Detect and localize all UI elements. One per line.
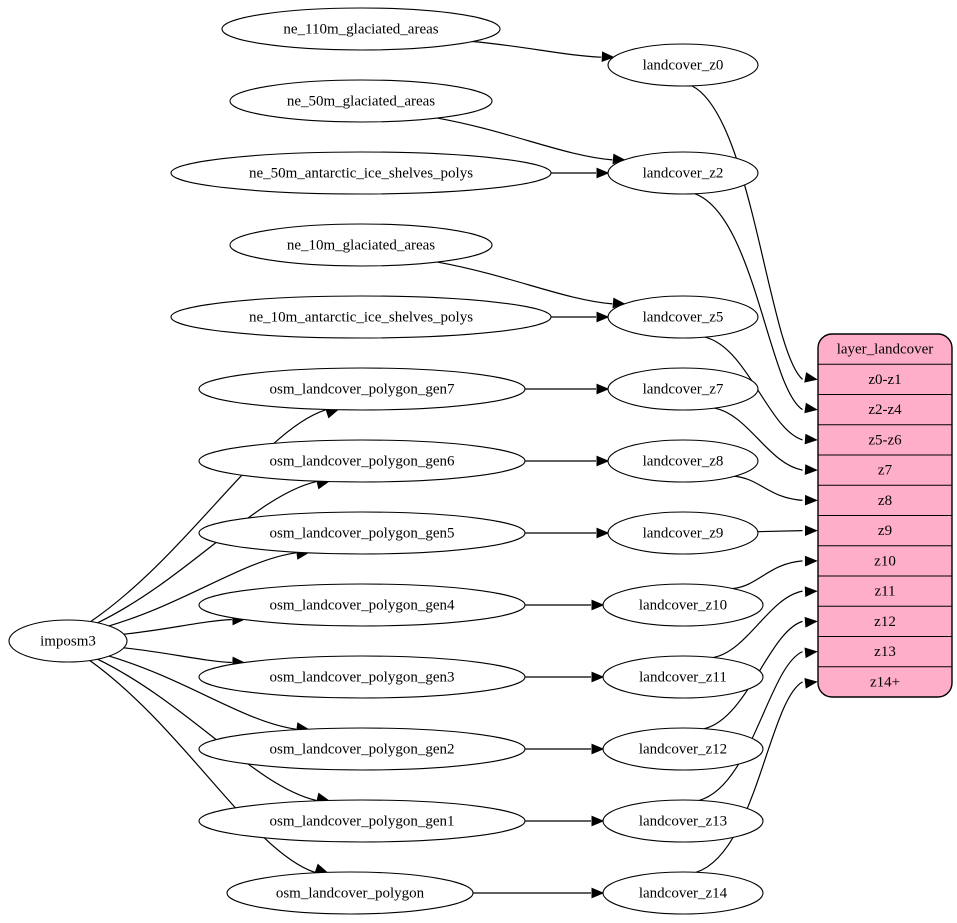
edge-landcover_z14-to-z14+ [695,678,818,873]
node-ne_50m_glaciated_areas[interactable]: ne_50m_glaciated_areas [229,79,493,123]
node-label: osm_landcover_polygon_gen2 [270,741,455,757]
edge-ne_110m_glaciated_areas-to-landcover_z0 [472,40,615,63]
record-row-z12[interactable]: z12 [874,614,896,630]
record-title: layer_landcover [837,342,934,358]
node-landcover_z5[interactable]: landcover_z5 [607,295,759,339]
node-label: ne_10m_glaciated_areas [287,237,435,253]
node-label: osm_landcover_polygon_gen5 [270,525,455,541]
record-row-z10[interactable]: z10 [874,553,896,569]
record-row-z0-z1[interactable]: z0-z1 [868,372,901,388]
node-label: osm_landcover_polygon_gen4 [270,597,455,613]
node-landcover_z10[interactable]: landcover_z10 [602,583,764,627]
record-row-z2-z4[interactable]: z2-z4 [868,402,902,418]
record-row-z13[interactable]: z13 [874,644,896,660]
node-osm_landcover_polygon[interactable]: osm_landcover_polygon [226,871,474,915]
node-landcover_z8[interactable]: landcover_z8 [607,439,759,483]
record-row-z11[interactable]: z11 [874,584,895,600]
edge-imposm3-to-osm_landcover_polygon_gen4 [123,614,246,635]
edge-osm_landcover_polygon_gen3-to-landcover_z11 [525,671,605,683]
node-ne_10m_antarctic_ice_shelves_polys[interactable]: ne_10m_antarctic_ice_shelves_polys [170,295,552,339]
edge-osm_landcover_polygon_gen4-to-landcover_z10 [525,599,605,611]
edge-landcover_z2-to-z2-z4 [694,193,818,414]
node-osm_landcover_polygon_gen4[interactable]: osm_landcover_polygon_gen4 [198,583,526,627]
node-label: landcover_z12 [639,741,727,757]
edge-osm_landcover_polygon_gen5-to-landcover_z9 [525,527,610,539]
edge-landcover_z11-to-z11 [713,586,818,659]
record-row-z5-z6[interactable]: z5-z6 [868,432,902,448]
node-label: osm_landcover_polygon_gen7 [270,381,455,397]
node-ne_50m_antarctic_ice_shelves_polys[interactable]: ne_50m_antarctic_ice_shelves_polys [170,151,552,195]
node-label: landcover_z8 [643,453,724,469]
layer-landcover-record[interactable]: layer_landcoverz0-z1z2-z4z5-z6z7z8z9z10z… [817,333,953,698]
edge-ne_10m_antarctic_ice_shelves_polys-to-landcover_z5 [551,311,610,323]
edges-layer [89,40,818,899]
node-label: imposm3 [40,633,96,649]
node-label: landcover_z13 [639,813,727,829]
node-landcover_z0[interactable]: landcover_z0 [607,43,759,87]
node-label: osm_landcover_polygon_gen3 [270,669,455,685]
edge-landcover_z7-to-z7 [714,407,818,475]
edge-landcover_z13-to-z13 [699,647,818,802]
node-landcover_z2[interactable]: landcover_z2 [607,151,759,195]
edge-ne_50m_antarctic_ice_shelves_polys-to-landcover_z2 [551,167,610,179]
node-label: landcover_z5 [643,309,724,325]
node-landcover_z11[interactable]: landcover_z11 [602,655,764,699]
edge-osm_landcover_polygon_gen2-to-landcover_z12 [525,743,605,755]
node-imposm3[interactable]: imposm3 [8,619,128,663]
record-row-z14+[interactable]: z14+ [870,674,900,690]
node-osm_landcover_polygon_gen5[interactable]: osm_landcover_polygon_gen5 [198,511,526,555]
node-label: landcover_z2 [643,165,724,181]
edge-osm_landcover_polygon_gen7-to-landcover_z7 [525,383,610,395]
nodes-layer: imposm3 ne_110m_glaciated_areas ne_50m_gla… [8,7,764,915]
node-landcover_z9[interactable]: landcover_z9 [607,511,759,555]
node-osm_landcover_polygon_gen7[interactable]: osm_landcover_polygon_gen7 [198,367,526,411]
edge-osm_landcover_polygon-to-landcover_z14 [473,887,605,899]
node-landcover_z7[interactable]: landcover_z7 [607,367,759,411]
record-rows: z0-z1 z2-z4 z5-z6 z7 z8 z9 z10 z11 z12 z13 z14+ [818,363,952,690]
record-row-z7[interactable]: z7 [878,463,893,479]
edge-landcover_z0-to-z0-z1 [691,85,818,383]
node-label: ne_10m_antarctic_ice_shelves_polys [249,309,473,325]
edge-landcover_z9-to-z9 [757,525,818,536]
edge-imposm3-to-osm_landcover_polygon_gen3 [123,647,246,668]
edge-osm_landcover_polygon_gen1-to-landcover_z13 [525,815,605,827]
node-ne_10m_glaciated_areas[interactable]: ne_10m_glaciated_areas [229,223,493,267]
node-label: osm_landcover_polygon_gen1 [270,813,455,829]
node-osm_landcover_polygon_gen2[interactable]: osm_landcover_polygon_gen2 [198,727,526,771]
node-label: landcover_z10 [639,597,727,613]
record-row-z8[interactable]: z8 [878,493,892,509]
node-osm_landcover_polygon_gen1[interactable]: osm_landcover_polygon_gen1 [198,799,526,843]
node-label: ne_50m_glaciated_areas [287,93,435,109]
node-label: landcover_z7 [643,381,724,397]
node-label: ne_50m_antarctic_ice_shelves_polys [249,165,473,181]
node-label: ne_110m_glaciated_areas [283,21,438,37]
node-label: landcover_z9 [643,525,724,541]
node-osm_landcover_polygon_gen6[interactable]: osm_landcover_polygon_gen6 [198,439,526,483]
node-label: osm_landcover_polygon_gen6 [270,453,455,469]
node-ne_110m_glaciated_areas[interactable]: ne_110m_glaciated_areas [221,7,501,51]
node-label: osm_landcover_polygon [276,885,425,901]
edge-landcover_z10-to-z10 [732,555,818,590]
record-row-z9[interactable]: z9 [878,523,892,539]
node-landcover_z12[interactable]: landcover_z12 [602,727,764,771]
node-label: landcover_z14 [639,885,728,901]
node-label: landcover_z11 [639,669,727,685]
node-label: landcover_z0 [643,57,724,73]
node-landcover_z14[interactable]: landcover_z14 [602,871,764,915]
edge-landcover_z8-to-z8 [734,475,818,506]
edge-osm_landcover_polygon_gen6-to-landcover_z8 [525,455,610,467]
node-osm_landcover_polygon_gen3[interactable]: osm_landcover_polygon_gen3 [198,655,526,699]
node-landcover_z13[interactable]: landcover_z13 [602,799,764,843]
